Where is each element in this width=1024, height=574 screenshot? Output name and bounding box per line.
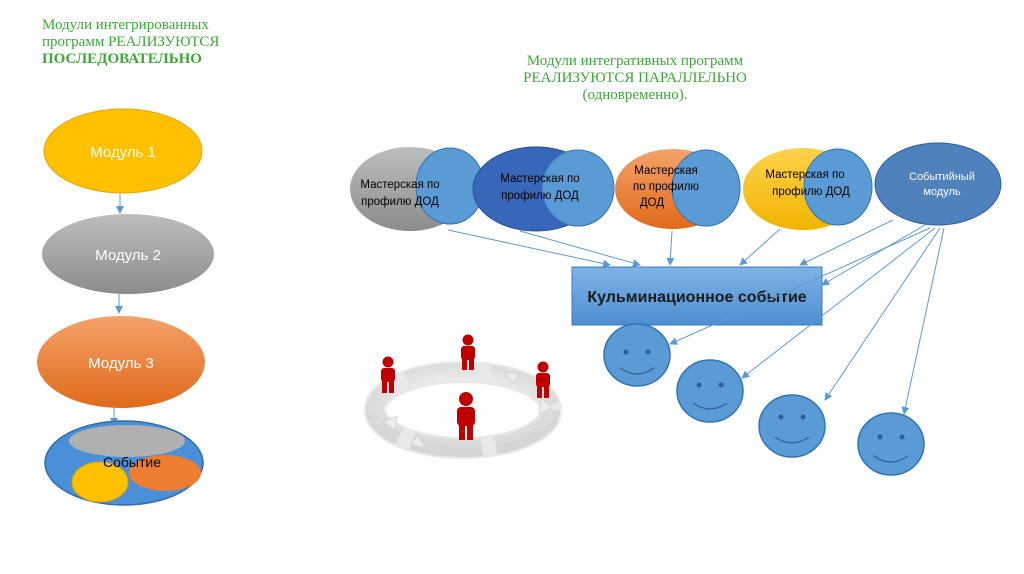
left-title-line1: Модули интегрированных: [42, 17, 209, 33]
left-title: Модули интегрированных программ РЕАЛИЗУЮ…: [42, 17, 342, 68]
smiley-face-icon: [676, 359, 744, 423]
people-circle-icon: [364, 334, 562, 459]
workshop-2-line2: профилю ДОД: [501, 190, 579, 202]
module-2: Модуль 2: [42, 214, 214, 294]
module-3-label: Модуль 3: [88, 355, 154, 372]
workshop-1-line1: Мастерская по: [360, 179, 439, 191]
event-module-arrows: [669, 224, 945, 415]
right-title-line1: Модули интегративных программ: [526, 53, 744, 69]
workshop-1: Мастерская по профилю ДОД: [350, 147, 485, 231]
workshop-2-line1: Мастерская по: [500, 173, 579, 185]
workshop-3: Мастерская по профилю ДОД: [615, 149, 741, 229]
smiley-face-icon: [857, 412, 925, 476]
event-module-line1: Событийный: [909, 171, 975, 183]
workshop-3-line1: Мастерская: [634, 165, 697, 177]
left-title-line2: программ РЕАЛИЗУЮТСЯ: [42, 34, 220, 50]
workshop-4: Мастерская по профилю ДОД: [743, 148, 873, 230]
workshop-4-line1: Мастерская по: [765, 169, 844, 181]
culmination-box: Кульминационное событие: [571, 266, 823, 326]
workshop-3-line3: ДОД: [640, 197, 664, 209]
event-composite: Событие: [44, 420, 204, 506]
workshop-1-line2: профилю ДОД: [361, 196, 439, 208]
culmination-label: Кульминационное событие: [587, 289, 806, 306]
right-title: Модули интегративных программ РЕАЛИЗУЮТС…: [440, 53, 830, 104]
smiley-face-icon: [758, 394, 826, 458]
module-1-label: Модуль 1: [90, 144, 156, 161]
event-module-line2: модуль: [923, 186, 961, 198]
left-title-line3: ПОСЛЕДОВАТЕЛЬНО: [42, 51, 202, 67]
module-1: Модуль 1: [43, 108, 203, 194]
workshop-arrows: [447, 219, 894, 268]
workshop-4-line2: профилю ДОД: [772, 186, 850, 198]
event-module: Событийный модуль: [874, 142, 1002, 226]
right-title-line3: (одновременно).: [582, 87, 688, 103]
module-2-label: Модуль 2: [95, 247, 161, 264]
smiley-face-icon: [603, 323, 671, 387]
event-label: Событие: [103, 454, 161, 470]
right-title-line2: РЕАЛИЗУЮТСЯ ПАРАЛЛЕЛЬНО: [523, 70, 747, 86]
workshop-2: Мастерская по профилю ДОД: [472, 146, 615, 232]
workshop-3-line2: по профилю: [633, 181, 699, 193]
module-3: Модуль 3: [37, 316, 205, 408]
